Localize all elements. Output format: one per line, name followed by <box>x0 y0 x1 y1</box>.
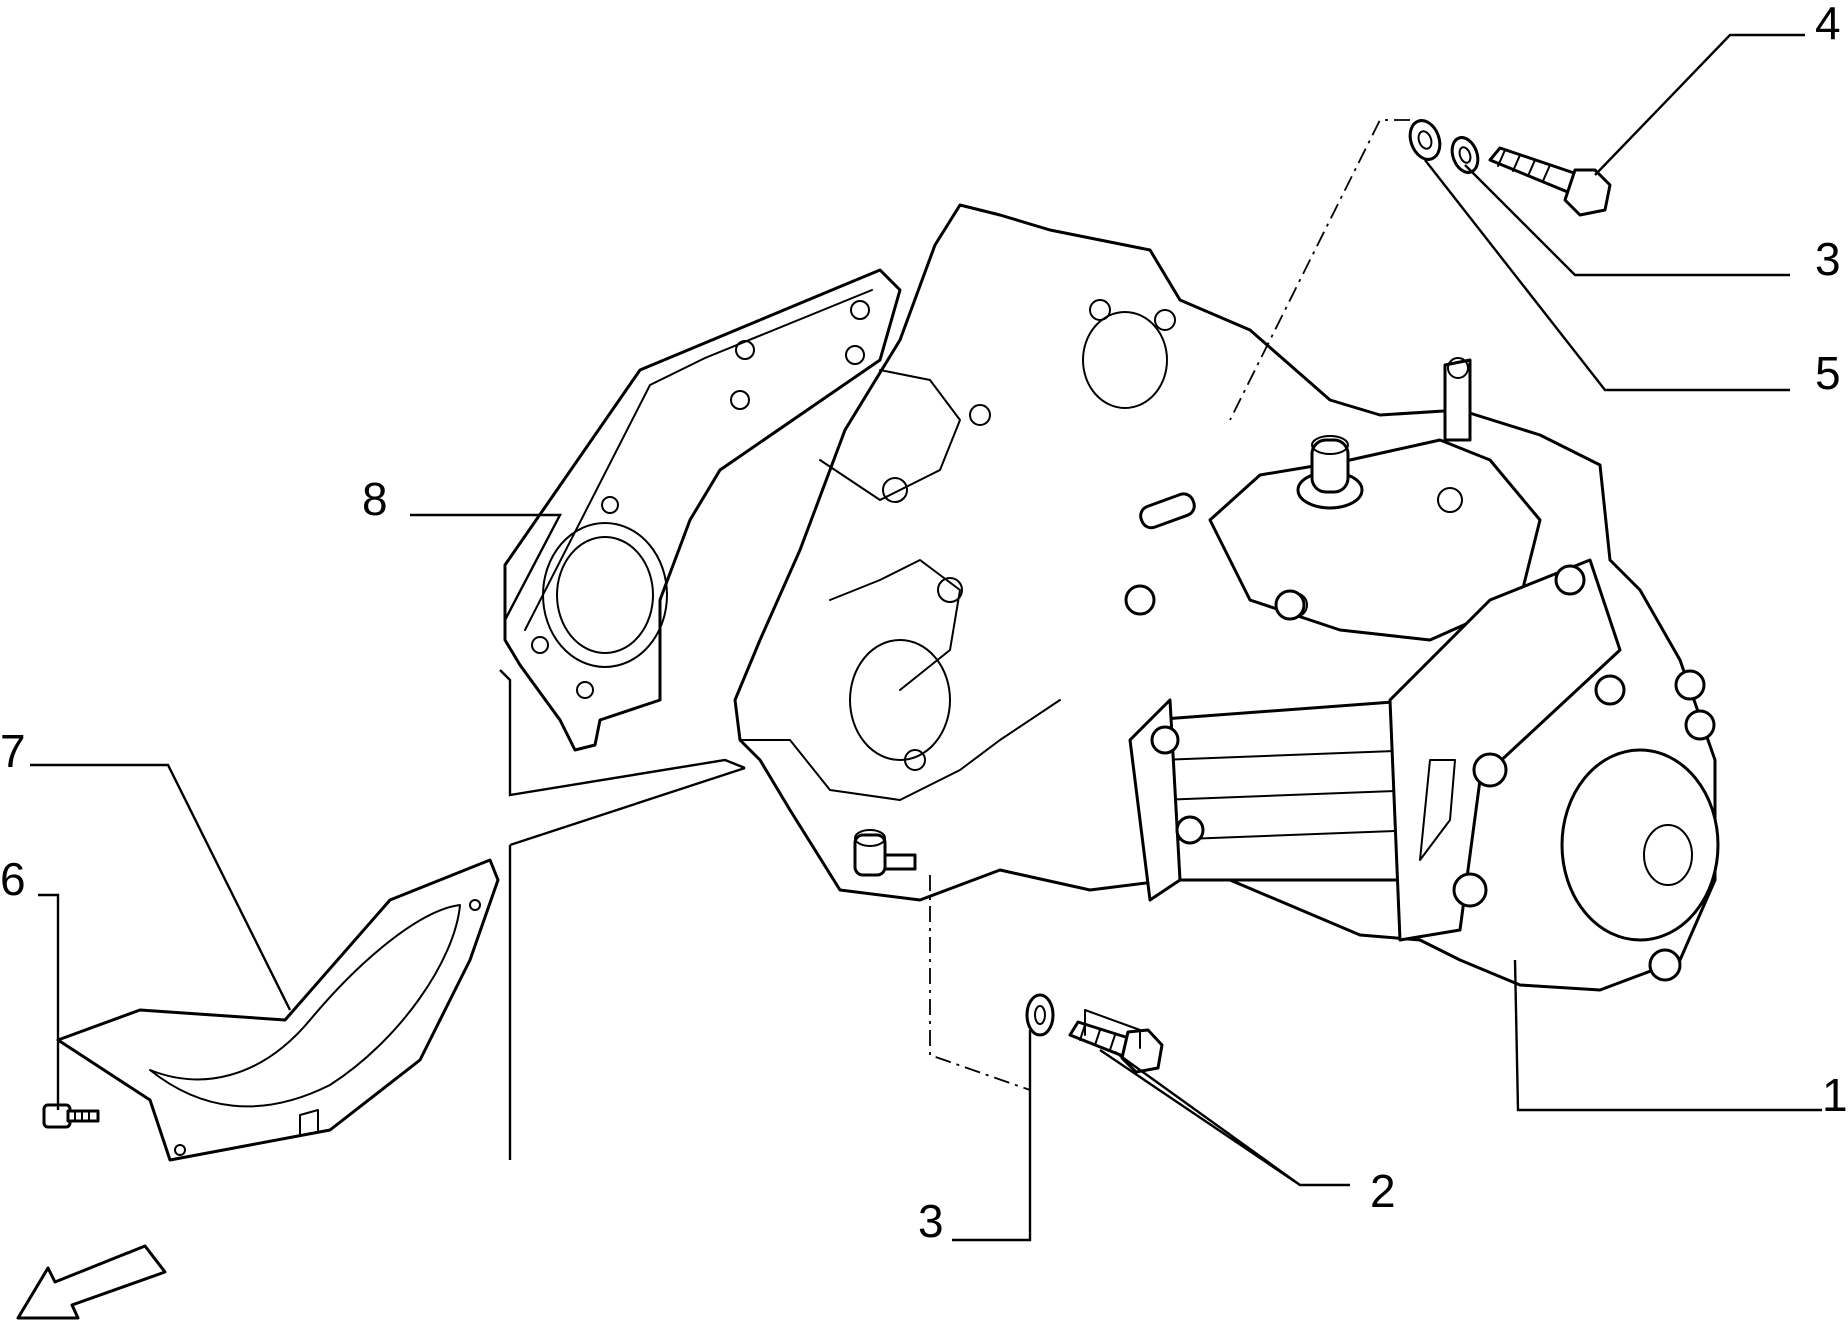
bracket-line-upper <box>499 669 746 797</box>
callout-8: 8 <box>362 473 388 525</box>
part-3-spring-washer-bottom <box>1025 993 1055 1037</box>
arrow-down-left-icon <box>16 1244 167 1320</box>
callout-2: 2 <box>1370 1165 1396 1217</box>
callout-3-top: 3 <box>1815 233 1841 285</box>
leader-4 <box>1594 33 1805 176</box>
leader-8 <box>410 513 562 621</box>
part-8-gasket-plate <box>503 268 902 752</box>
part-7-cover-plate <box>56 858 500 1162</box>
part-3-spring-washer-top <box>1450 136 1480 174</box>
assembly-line-bottom <box>929 875 1031 1091</box>
part-4-bolt-top <box>1488 146 1612 217</box>
callout-1: 1 <box>1822 1069 1848 1121</box>
leader-1 <box>1513 959 1822 1112</box>
callout-5: 5 <box>1815 347 1841 399</box>
callout-4: 4 <box>1815 0 1841 49</box>
leader-2 <box>1099 1049 1350 1187</box>
leader-3-top <box>1464 164 1790 277</box>
callout-7: 7 <box>0 725 26 777</box>
callout-6: 6 <box>0 853 26 905</box>
leader-3-bottom <box>952 1030 1032 1242</box>
part-6-bolt <box>42 1103 100 1129</box>
part-1-gearbox-housing <box>733 203 1720 992</box>
assembly-line-top <box>1229 119 1410 421</box>
leader-6 <box>38 893 60 1110</box>
callout-3-bottom: 3 <box>918 1195 944 1247</box>
part-5-washer-top <box>1408 119 1442 161</box>
leader-5 <box>1424 159 1790 392</box>
bracket-line-lower <box>508 766 746 1160</box>
leader-7 <box>30 763 292 1011</box>
part-2-bolt-bottom <box>1068 1009 1164 1074</box>
